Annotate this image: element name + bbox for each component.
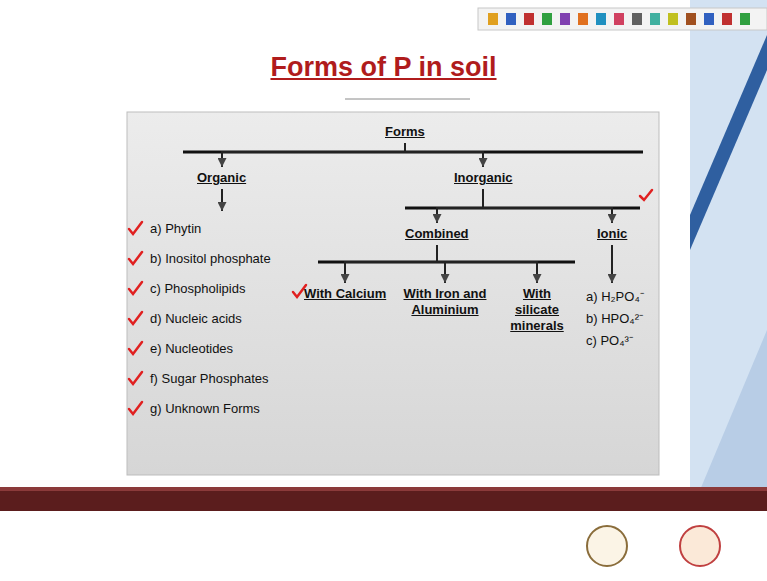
branch-arrow	[611, 245, 613, 283]
category-name: With Iron and Aluminium	[401, 286, 489, 318]
toolbar-icons	[488, 13, 750, 25]
branch-arrow	[437, 189, 483, 223]
side-band	[690, 0, 767, 490]
side-stripe	[690, 35, 767, 250]
footer-band	[0, 491, 767, 511]
list-item: f) Sugar Phosphates	[150, 364, 271, 394]
list-item: g) Unknown Forms	[150, 394, 271, 424]
category-name: Ionic	[597, 226, 627, 242]
list-item: a) Phytin	[150, 214, 271, 244]
toolbar	[478, 8, 767, 30]
category-name: Organic	[197, 170, 246, 186]
footer-band	[0, 487, 767, 491]
list-item: b) Inositol phosphate	[150, 244, 271, 274]
list-item: a) H₂PO₄⁻	[586, 286, 644, 308]
category-label: Ionic	[593, 224, 631, 244]
list-item: e) Nucleotides	[150, 334, 271, 364]
list-item: c) Phospholipids	[150, 274, 271, 304]
list-item: d) Nucleic acids	[150, 304, 271, 334]
category-name: With Calcium	[304, 286, 386, 302]
tick-marks	[129, 190, 652, 414]
item-list: a) H₂PO₄⁻b) HPO₄²⁻c) PO₄³⁻	[582, 284, 648, 354]
category-name: With silicate minerals	[509, 286, 565, 334]
logo	[680, 526, 720, 566]
category-name: Combined	[405, 226, 469, 242]
branch-arrow	[437, 245, 537, 283]
logo	[587, 526, 627, 566]
branch-arrow	[222, 143, 405, 167]
category-label: Combined	[401, 224, 473, 244]
category-label: With Iron and Aluminium	[397, 284, 493, 320]
category-name: Forms	[385, 124, 425, 140]
branch-arrow	[345, 245, 437, 283]
branch-arrow	[405, 143, 483, 167]
branch-arrow	[437, 245, 445, 283]
category-label: Inorganic	[450, 168, 517, 188]
category-label: With Calcium	[300, 284, 390, 304]
category-label: With silicate minerals	[505, 284, 569, 336]
list-item: c) PO₄³⁻	[586, 330, 644, 352]
list-item: b) HPO₄²⁻	[586, 308, 644, 330]
category-label: Forms	[381, 122, 429, 142]
category-label: Organic	[193, 168, 250, 188]
panel	[127, 112, 659, 475]
category-name: Inorganic	[454, 170, 513, 186]
branch-arrow	[221, 189, 223, 211]
item-list: a) Phytinb) Inositol phosphatec) Phospho…	[146, 212, 275, 426]
branch-bars	[183, 152, 643, 262]
slide-title: Forms of P in soil	[0, 52, 767, 83]
side-stripe	[700, 330, 767, 490]
branch-arrow	[483, 189, 612, 223]
rule	[345, 99, 470, 100]
